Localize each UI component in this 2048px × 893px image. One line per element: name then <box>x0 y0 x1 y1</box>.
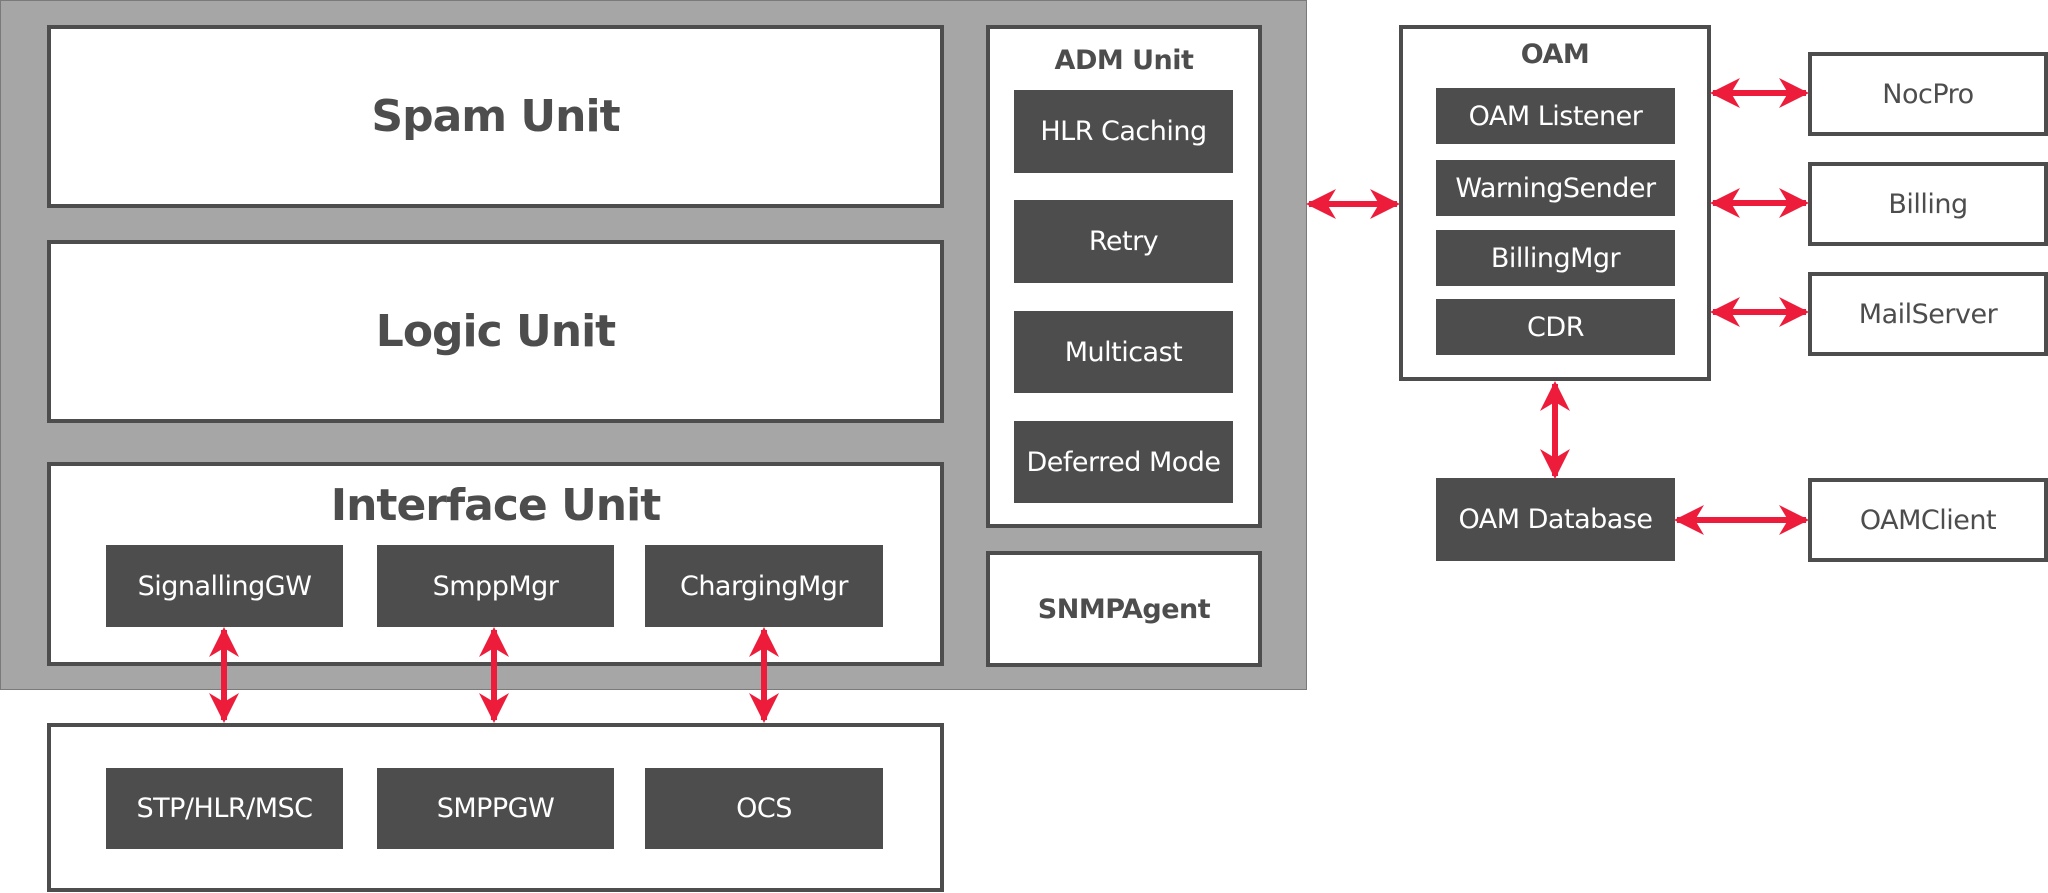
logic-unit: Logic Unit <box>47 240 944 423</box>
mailserver-label: MailServer <box>1858 298 1998 330</box>
oam-database: OAM Database <box>1436 478 1675 561</box>
signallinggw-module: SignallingGW <box>106 545 343 627</box>
logic-unit-label: Logic Unit <box>375 306 616 357</box>
retry-module: Retry <box>1014 200 1233 283</box>
billing-label: Billing <box>1888 188 1968 220</box>
multicast-module: Multicast <box>1014 311 1233 393</box>
adm-unit-title: ADM Unit <box>1054 45 1194 76</box>
oamclient-label: OAMClient <box>1859 504 1997 536</box>
oamclient-box: OAMClient <box>1808 478 2048 562</box>
spam-unit-label: Spam Unit <box>371 91 620 142</box>
ocs-module: OCS <box>645 768 883 849</box>
mailserver-box: MailServer <box>1808 272 2048 356</box>
smppmgr-module: SmppMgr <box>377 545 614 627</box>
interface-unit-title: Interface Unit <box>330 480 662 531</box>
billingmgr-module: BillingMgr <box>1436 230 1675 286</box>
chargingmgr-module: ChargingMgr <box>645 545 883 627</box>
cdr-module: CDR <box>1436 299 1675 355</box>
smppgw-module: SMPPGW <box>377 768 614 849</box>
nocpro-box: NocPro <box>1808 52 2048 136</box>
hlr-caching-module: HLR Caching <box>1014 90 1233 173</box>
oam-listener-module: OAM Listener <box>1436 88 1675 144</box>
oam-title: OAM <box>1520 39 1590 70</box>
billing-box: Billing <box>1808 162 2048 246</box>
warningsender-module: WarningSender <box>1436 160 1675 216</box>
spam-unit: Spam Unit <box>47 25 944 208</box>
deferred-mode-module: Deferred Mode <box>1014 421 1233 503</box>
nocpro-label: NocPro <box>1882 78 1974 110</box>
snmp-agent-label: SNMPAgent <box>1037 593 1211 625</box>
stp-hlr-msc-module: STP/HLR/MSC <box>106 768 343 849</box>
snmp-agent: SNMPAgent <box>986 551 1262 667</box>
